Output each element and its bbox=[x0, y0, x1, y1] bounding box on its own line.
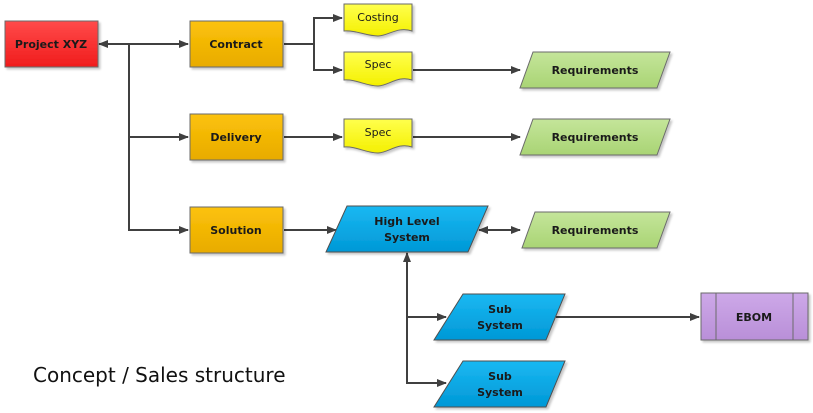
node-label-line2: System bbox=[477, 386, 523, 399]
node-contract[interactable]: Contract bbox=[189, 20, 284, 68]
connector-contract-costing bbox=[313, 14, 343, 44]
node-spec-contract[interactable]: Spec bbox=[343, 51, 413, 87]
node-label: Spec bbox=[365, 58, 392, 71]
node-ebom[interactable]: EBOM bbox=[700, 292, 809, 341]
node-label-line2: System bbox=[384, 231, 430, 244]
node-spec-delivery[interactable]: Spec bbox=[343, 118, 413, 154]
node-label: EBOM bbox=[736, 311, 772, 324]
node-sub-system-2[interactable]: Sub System bbox=[433, 360, 566, 408]
node-label: Project XYZ bbox=[15, 38, 87, 51]
node-label: Contract bbox=[209, 38, 262, 51]
node-label: Delivery bbox=[210, 131, 261, 144]
node-label: Solution bbox=[210, 224, 262, 237]
node-label-line2: System bbox=[477, 319, 523, 332]
node-requirements-delivery[interactable]: Requirements bbox=[519, 118, 671, 156]
node-label: Requirements bbox=[552, 131, 639, 144]
node-sub-system-1[interactable]: Sub System bbox=[433, 293, 566, 341]
node-project-xyz[interactable]: Project XYZ bbox=[4, 20, 99, 68]
node-high-level-system[interactable]: High Level System bbox=[325, 205, 489, 253]
diagram-caption: Concept / Sales structure bbox=[33, 363, 286, 387]
connector-contract-spec bbox=[313, 44, 343, 74]
connectors bbox=[98, 14, 700, 387]
node-requirements-solution[interactable]: Requirements bbox=[521, 211, 671, 249]
node-label: Spec bbox=[365, 126, 392, 139]
connector-trunk-delivery bbox=[128, 44, 189, 141]
node-costing[interactable]: Costing bbox=[343, 3, 413, 37]
node-solution[interactable]: Solution bbox=[189, 206, 284, 254]
node-label: Requirements bbox=[552, 64, 639, 77]
connector-trunk-sub2 bbox=[406, 317, 447, 387]
node-label-line1: Sub bbox=[488, 303, 512, 316]
connector-trunk-solution bbox=[128, 137, 189, 234]
node-label: Requirements bbox=[552, 224, 639, 237]
node-label-line1: Sub bbox=[488, 370, 512, 383]
node-label: Costing bbox=[357, 11, 398, 24]
node-delivery[interactable]: Delivery bbox=[189, 113, 284, 161]
node-requirements-contract[interactable]: Requirements bbox=[519, 51, 671, 89]
node-label-line1: High Level bbox=[374, 215, 439, 228]
